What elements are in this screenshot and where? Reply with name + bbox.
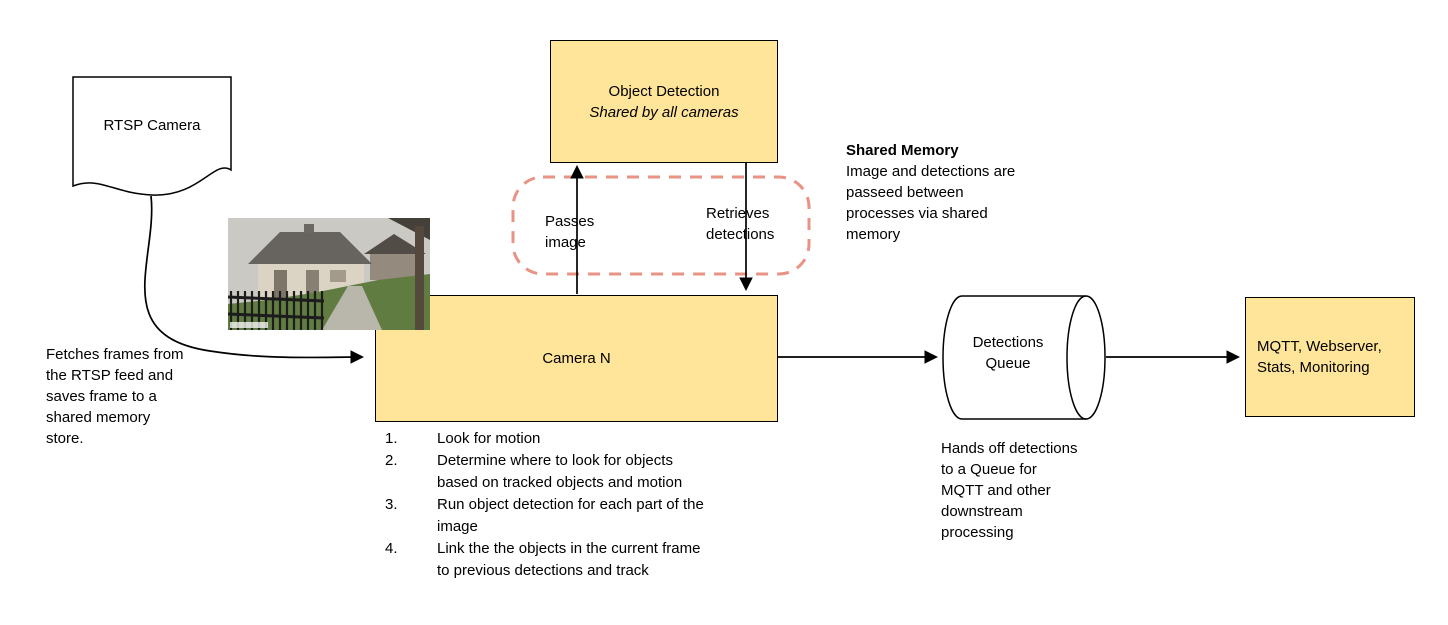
retrieves-detections-edge-label: Retrieves detections <box>706 205 775 243</box>
list-item: 1. Look for motion <box>385 428 704 450</box>
node-camera-n: Camera N <box>375 295 778 422</box>
object-detection-label: Object Detection Shared by all cameras <box>589 81 738 123</box>
list-item: 2. Determine where to look for objects b… <box>385 450 704 494</box>
node-outputs: MQTT, Webserver, Stats, Monitoring <box>1245 297 1415 417</box>
snapshot-porch <box>388 218 430 330</box>
object-detection-title: Object Detection <box>608 82 720 100</box>
snapshot-background-house <box>364 234 426 280</box>
step-text: Determine where to look for objects base… <box>437 452 683 491</box>
node-object-detection: Object Detection Shared by all cameras <box>550 40 778 163</box>
camera-n-label: Camera N <box>542 350 611 367</box>
step-text: Run object detection for each part of th… <box>437 496 704 535</box>
outputs-label: MQTT, Webserver, Stats, Monitoring <box>1257 338 1382 376</box>
step-number: 3. <box>385 496 398 513</box>
step-number: 1. <box>385 430 398 447</box>
list-item: 4. Link the the objects in the current f… <box>385 538 704 582</box>
rtsp-fetch-annotation: Fetches frames from the RTSP feed and sa… <box>46 346 184 447</box>
camera-steps-list: 1. Look for motion 2. Determine where to… <box>385 428 704 582</box>
step-text: Look for motion <box>437 430 541 447</box>
rtsp-camera-label: RTSP Camera <box>103 117 201 134</box>
queue-handoff-annotation: Hands off detections to a Queue for MQTT… <box>941 440 1078 541</box>
step-number: 4. <box>385 540 398 557</box>
detections-queue-label: Detections Queue <box>972 334 1044 372</box>
camera-snapshot <box>228 218 430 330</box>
object-detection-subtitle: Shared by all cameras <box>589 103 739 121</box>
list-item: 3. Run object detection for each part of… <box>385 494 704 538</box>
rtsp-camera-shape <box>72 76 232 196</box>
passes-image-edge-label: Passes image <box>545 213 595 251</box>
step-number: 2. <box>385 452 398 469</box>
snapshot-timestamp-overlay <box>230 322 268 328</box>
shared-memory-body: Image and detections are passeed between… <box>846 163 1016 243</box>
shared-memory-title: Shared Memory <box>846 142 959 159</box>
step-text: Link the the objects in the current fram… <box>437 540 701 579</box>
shared-memory-annotation: Shared Memory Image and detections are p… <box>846 140 1071 245</box>
